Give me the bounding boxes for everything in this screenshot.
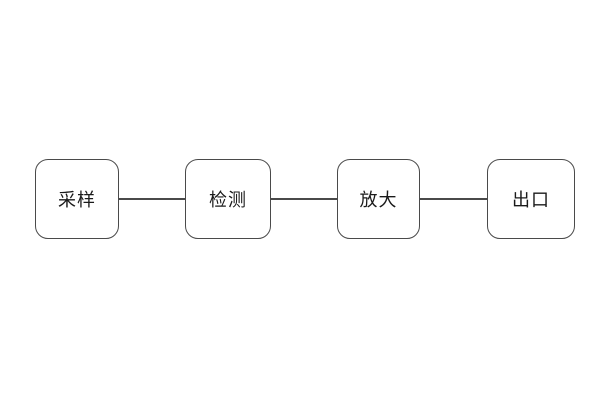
node-sampling: 采样 [35, 159, 119, 239]
connector-detection-amplification [271, 198, 337, 200]
connector-amplification-outlet [420, 198, 487, 200]
node-sampling-label: 采样 [58, 190, 96, 210]
node-detection-label: 检测 [209, 190, 247, 210]
node-outlet-label: 出口 [512, 190, 550, 210]
node-outlet: 出口 [487, 159, 575, 239]
node-detection: 检测 [185, 159, 271, 239]
node-amplification: 放大 [337, 159, 420, 239]
connector-sampling-detection [119, 198, 185, 200]
node-amplification-label: 放大 [359, 190, 398, 210]
